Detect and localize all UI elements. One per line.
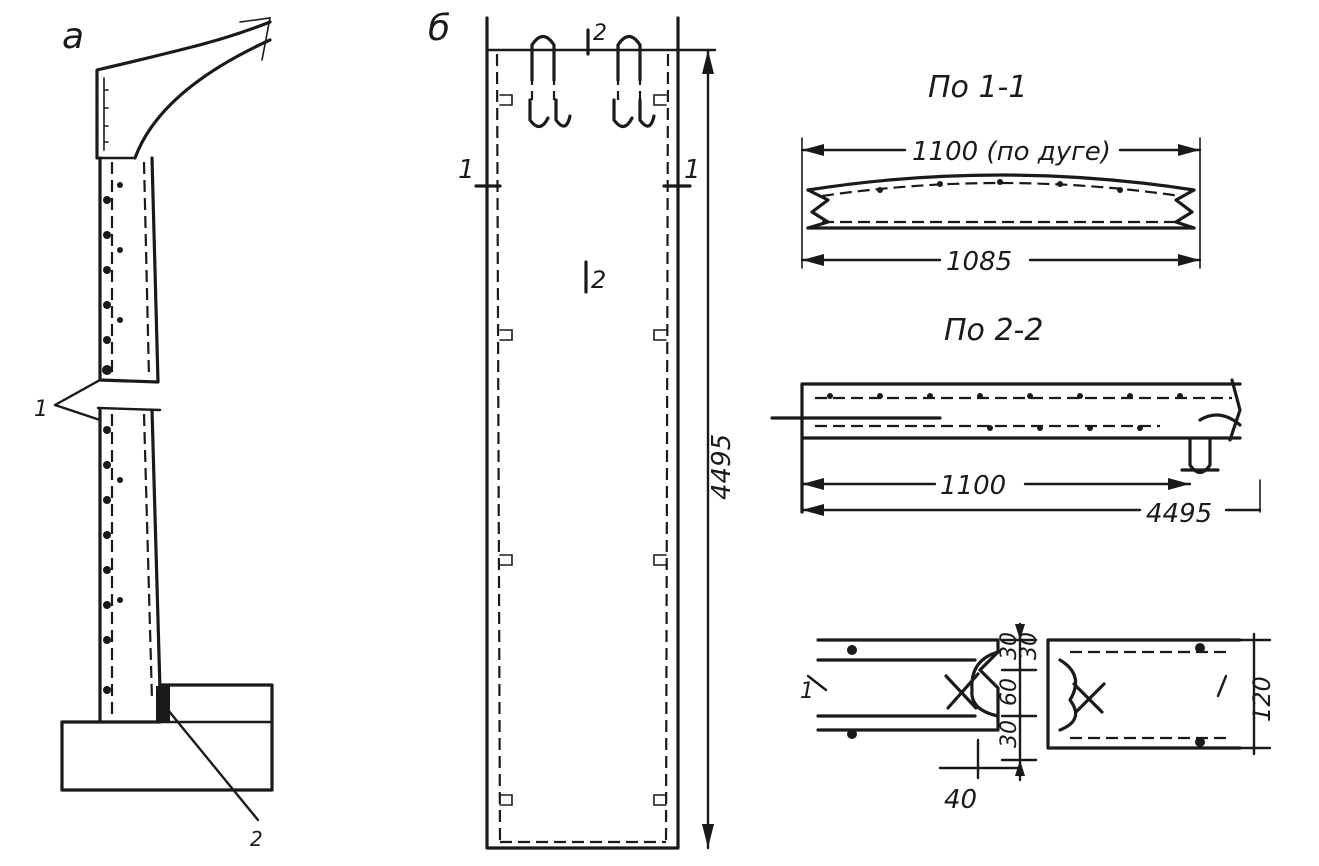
panel-outline (485, 16, 680, 850)
wall-lower-outline (98, 408, 162, 724)
slab-2-2-lifting-loop (1180, 438, 1220, 475)
wall-upper-outline (98, 156, 160, 384)
joint-left-panel (816, 638, 1000, 732)
joint-right-break (1216, 674, 1228, 698)
slab-2-2-outline (800, 382, 1242, 514)
joint-left-notch (970, 650, 1000, 718)
joint-detail: 30 30 60 30 40 120 1 (800, 622, 1276, 815)
wall-lower-dash-2 (142, 413, 154, 701)
section-2-2-title: По 2-2 (944, 313, 1043, 348)
section-1-left-label: 1 (458, 155, 475, 185)
section-2-mid-label: 2 (591, 266, 606, 294)
panel-inner-dash-right (664, 53, 670, 847)
joint-right-rebar (1195, 643, 1205, 747)
embedded-connectors (499, 94, 667, 806)
wall-upper-dash-2 (142, 161, 151, 379)
slab-1-1-top-dash (821, 181, 1181, 198)
wall-break-line (96, 406, 162, 412)
joint-dim-arrow-top (1015, 624, 1025, 640)
foundation-outline (60, 683, 274, 792)
dim-40-line (938, 738, 1022, 780)
inner-dim-label: 1100 (940, 471, 1006, 501)
joint-right-cross (1072, 682, 1106, 714)
dim-120-line (1234, 632, 1272, 756)
cornice-outline (95, 20, 272, 160)
dim-40-label: 40 (944, 785, 977, 815)
section-1-1-title: По 1-1 (928, 70, 1027, 105)
section-2-2: По 2-2 1100 4495 (770, 313, 1262, 529)
joint-right-inner (1070, 650, 1230, 740)
slab-2-2-end (1198, 378, 1242, 442)
joint-callout-1: 1 (800, 679, 814, 704)
joint-left-panel-break (806, 674, 828, 692)
overall-dim-label: 4495 (1146, 499, 1212, 529)
lifting-loop-left (528, 34, 572, 129)
dim-30-left: 30 (997, 632, 1022, 660)
figure-a-letter: а (62, 16, 84, 57)
figure-b-letter: б (428, 8, 450, 49)
joint-left-cross (944, 672, 980, 710)
lifting-loop-right (612, 34, 656, 129)
length-dim-arrow-top (702, 50, 714, 74)
cornice-rebar (103, 77, 109, 151)
panel-inner-dash-left (495, 53, 502, 847)
joint-dim-chain (1000, 622, 1038, 782)
cornice-tip (239, 17, 271, 61)
joint-filler (156, 686, 170, 722)
wall-upper-rebar-dots (102, 182, 123, 375)
cornice-curve (133, 38, 272, 160)
section-1-right-label: 1 (684, 155, 701, 185)
slab-1-1-top (806, 173, 1196, 192)
slab-2-2-rebar (827, 393, 1183, 431)
figure-a: а (34, 16, 274, 851)
arc-dim-label: 1100 (по дуге) (912, 137, 1111, 167)
joint-left-rebar (847, 645, 857, 739)
joint-right-notch (1058, 658, 1078, 732)
section-1-1: По 1-1 1100 (по дуге) 1085 (800, 70, 1202, 277)
slab-1-1-rebar (877, 179, 1123, 193)
section-2-top-label: 2 (593, 21, 607, 46)
joint-right-panel (1046, 638, 1242, 750)
dim-120-label: 120 (1248, 676, 1276, 722)
figure-b: б 1 1 2 2 (428, 8, 737, 850)
callout-1-leaders (53, 378, 102, 422)
callout-1-label: 1 (34, 397, 48, 422)
wall-lower-rebar-dots (103, 426, 123, 694)
length-dim-arrow-bottom (702, 824, 714, 848)
section-1-1-ext-lines (801, 137, 1201, 269)
callout-2-label: 2 (250, 827, 263, 851)
dim-30-top: 30 (1017, 632, 1042, 660)
chord-dim-label: 1085 (946, 247, 1012, 277)
length-dim-label: 4495 (707, 434, 737, 500)
dim-60: 60 (997, 678, 1022, 706)
slab-1-1-ends (806, 188, 1196, 230)
callout-2-leader (166, 708, 260, 822)
overall-dim-arrow (802, 504, 824, 516)
dim-30-bottom: 30 (997, 720, 1022, 748)
